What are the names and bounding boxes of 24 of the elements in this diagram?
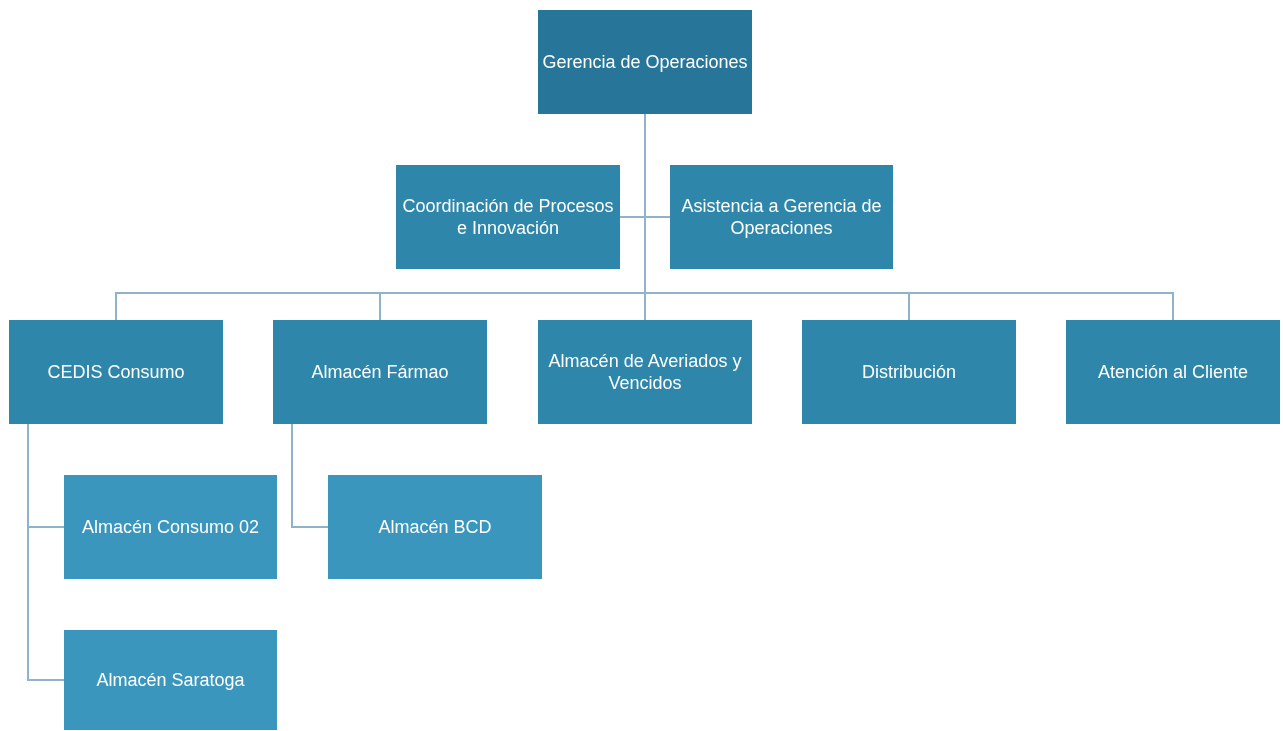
box-label: Distribución	[861, 361, 956, 383]
connector-line	[27, 423, 65, 681]
connector-line	[291, 423, 329, 528]
org-box	[64, 630, 277, 730]
org-box	[538, 10, 752, 114]
box-label: Almacén BCD	[378, 516, 492, 538]
box-label: Almacén de Averiados y Vencidos	[547, 350, 743, 394]
box-label: Atención al Cliente	[1097, 361, 1249, 383]
box-label: Asistencia a Gerencia de Operaciones	[680, 195, 883, 239]
org-box	[273, 320, 487, 424]
org-box	[64, 475, 277, 579]
box-label: Coordinación de Procesos e Innovación	[401, 195, 615, 239]
org-box	[802, 320, 1016, 424]
org-box	[538, 320, 752, 424]
org-box	[396, 165, 620, 269]
org-box	[9, 320, 223, 424]
org-box	[670, 165, 893, 269]
box-label: Gerencia de Operaciones	[542, 51, 748, 73]
org-box	[1066, 320, 1280, 424]
box-label: Almacén Consumo 02	[81, 516, 260, 538]
box-label: CEDIS Consumo	[47, 361, 185, 383]
box-label: Almacén Fármao	[311, 361, 449, 383]
box-label: Almacén Saratoga	[96, 669, 245, 691]
org-box	[328, 475, 542, 579]
